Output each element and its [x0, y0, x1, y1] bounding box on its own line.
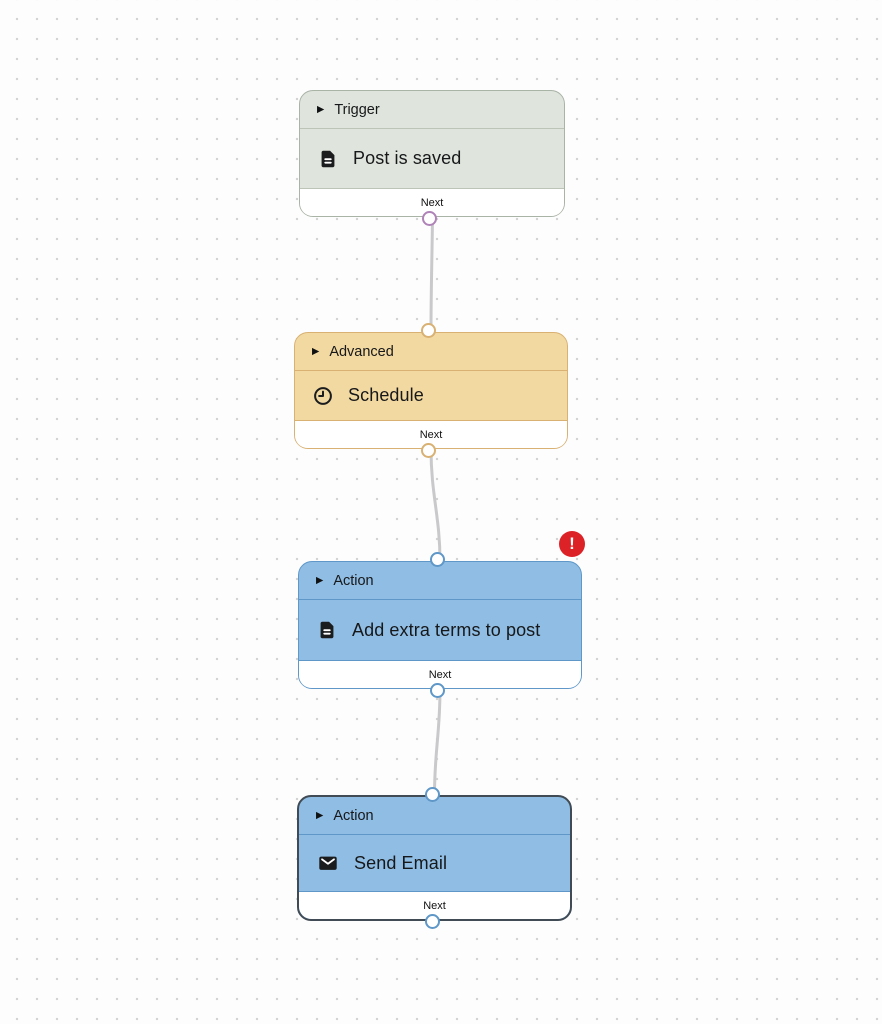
input-port[interactable]	[424, 787, 440, 802]
node-trigger[interactable]: ▶ Trigger Post is saved Next	[299, 90, 565, 226]
edge-advanced-to-action1	[429, 447, 442, 563]
edge-action1-to-action2	[433, 687, 442, 797]
node-body[interactable]: Post is saved	[300, 129, 564, 188]
input-port[interactable]	[430, 552, 445, 567]
node-title: Send Email	[354, 852, 448, 873]
edge-trigger-to-advanced	[429, 215, 434, 334]
node-category-label: Trigger	[334, 101, 380, 118]
node-footer: Next	[300, 188, 564, 216]
collapse-caret-icon[interactable]: ▶	[317, 103, 325, 115]
node-body[interactable]: Send Email	[299, 835, 570, 891]
collapse-caret-icon[interactable]: ▶	[316, 574, 324, 586]
clock-icon	[312, 385, 334, 407]
node-header[interactable]: ▶ Advanced	[295, 333, 567, 371]
node-header[interactable]: ▶ Trigger	[300, 91, 564, 129]
collapse-caret-icon[interactable]: ▶	[316, 809, 324, 821]
envelope-icon	[316, 852, 340, 874]
node-body[interactable]: Schedule	[295, 371, 567, 420]
node-category-label: Action	[333, 572, 374, 589]
document-icon	[316, 619, 338, 641]
node-category-label: Action	[333, 807, 374, 824]
output-port[interactable]	[421, 443, 436, 458]
node-schedule[interactable]: ▶ Advanced Schedule Next	[294, 323, 568, 458]
error-badge[interactable]: !	[559, 531, 585, 557]
node-add-extra-terms[interactable]: ! ▶ Action Add extra terms to post Next	[298, 531, 585, 698]
collapse-caret-icon[interactable]: ▶	[312, 345, 320, 357]
node-category-label: Advanced	[329, 343, 394, 360]
output-port[interactable]	[430, 683, 445, 698]
next-port-label: Next	[423, 899, 446, 912]
next-port-label: Next	[428, 668, 452, 681]
next-port-label: Next	[420, 196, 444, 209]
node-title: Post is saved	[353, 148, 462, 168]
next-port-label: Next	[419, 428, 443, 441]
document-icon	[317, 148, 339, 170]
node-body[interactable]: Add extra terms to post	[299, 600, 581, 660]
node-send-email[interactable]: ▶ Action Send Email Next	[297, 787, 572, 929]
node-header[interactable]: ▶ Action	[299, 797, 570, 835]
node-title: Add extra terms to post	[352, 619, 541, 640]
input-port[interactable]	[421, 323, 436, 338]
node-header[interactable]: ▶ Action	[299, 562, 581, 600]
output-port[interactable]	[424, 914, 440, 929]
node-title: Schedule	[348, 385, 424, 405]
output-port[interactable]	[422, 211, 437, 226]
